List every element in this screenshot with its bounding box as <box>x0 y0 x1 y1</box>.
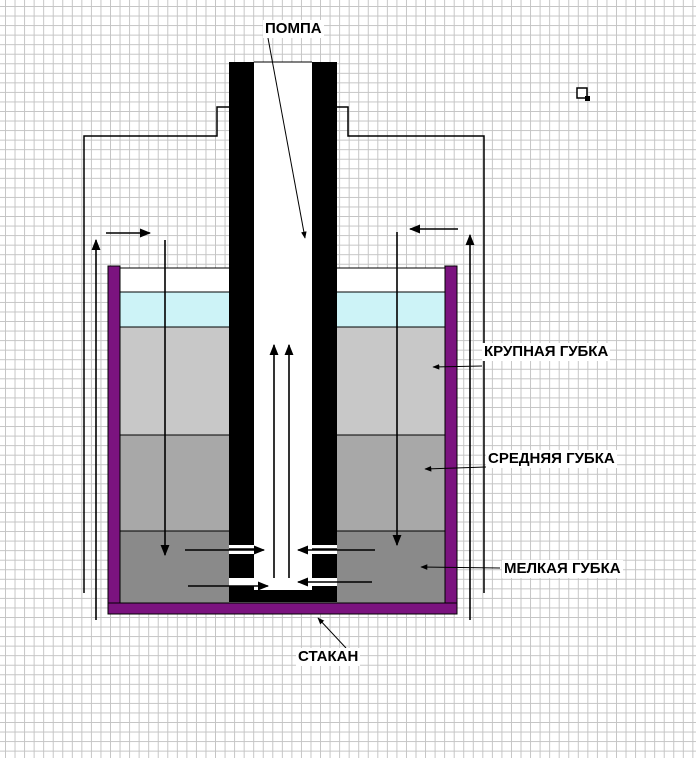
coarse-sponge-label: КРУПНАЯ ГУБКА <box>482 343 611 361</box>
pump-inlet-left-lower <box>229 578 254 586</box>
pump-tube-bottom <box>229 590 337 602</box>
glass-cup <box>107 265 458 615</box>
pump-tube <box>229 61 337 602</box>
glass-wall-left <box>107 265 121 613</box>
glass-leader <box>317 617 347 649</box>
medium-sponge-leader <box>424 465 487 472</box>
coarse-sponge-leader <box>432 364 483 370</box>
flow-arrows <box>91 224 475 620</box>
pump-tube-interior <box>254 62 312 600</box>
glass-wall-right <box>444 265 458 613</box>
pump-tube-wall-left <box>229 62 254 602</box>
fine-sponge-label: МЕЛКАЯ ГУБКА <box>502 560 623 578</box>
pump-leader <box>267 37 307 239</box>
pump-label: ПОМПА <box>263 20 324 38</box>
fine-sponge-leader <box>420 564 501 570</box>
small-square-icon <box>576 87 590 101</box>
pump-tube-wall-right <box>312 62 337 602</box>
medium-sponge-label: СРЕДНЯЯ ГУБКА <box>486 450 617 468</box>
glass-label: СТАКАН <box>296 648 361 666</box>
glass-bottom <box>107 602 458 615</box>
label-leaders <box>267 37 501 649</box>
